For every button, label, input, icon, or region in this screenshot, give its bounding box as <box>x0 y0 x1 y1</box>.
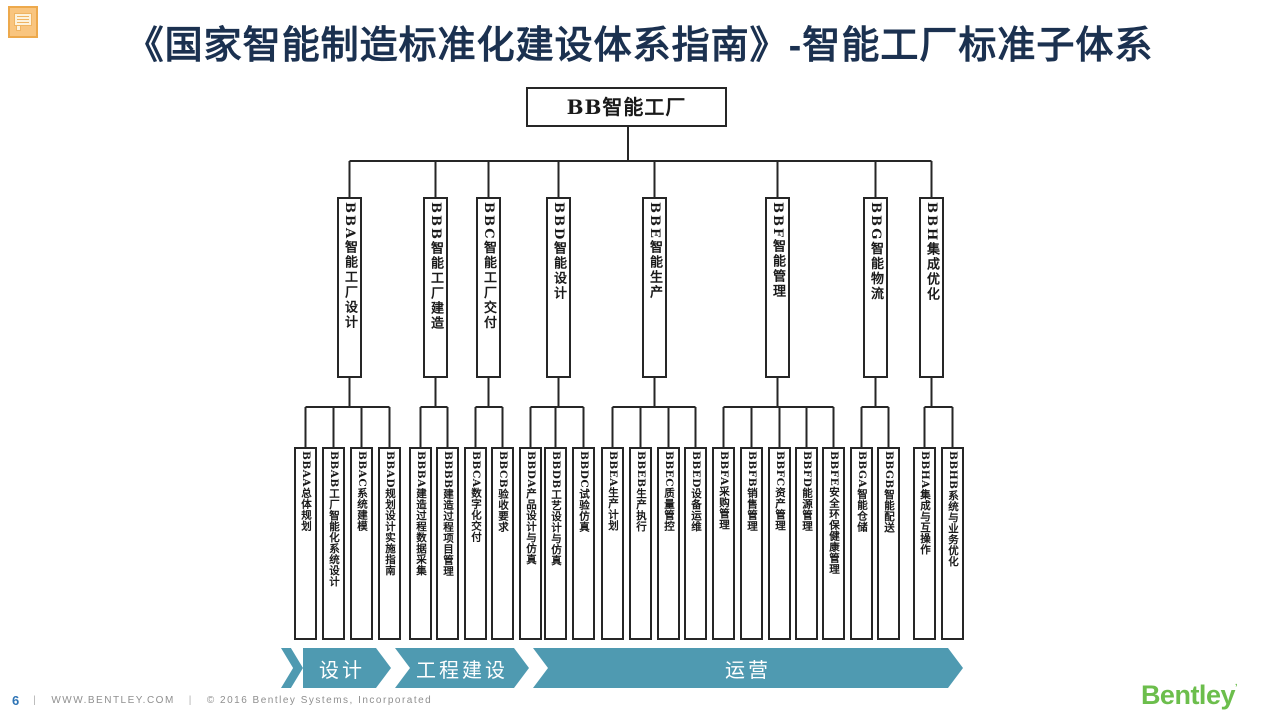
node-bbfc: BBFC资产管理 <box>768 447 791 640</box>
node-bbc: BBC智能工厂交付 <box>476 197 501 378</box>
node-bbe: BBE智能生产 <box>642 197 667 378</box>
comment-note-icon[interactable] <box>8 6 38 38</box>
node-bbfd: BBFD能源管理 <box>795 447 818 640</box>
bentley-logo-text: Bentley <box>1140 680 1236 710</box>
banner-design-arrow: 设计 <box>303 648 391 688</box>
node-bbha: BBHA集成与互操作 <box>913 447 936 640</box>
node-bbf: BBF智能管理 <box>765 197 790 378</box>
node-bbbb: BBBB建造过程项目管理 <box>436 447 459 640</box>
node-bbgb: BBGB智能配送 <box>877 447 900 640</box>
node-bbeb: BBEB生产执行 <box>629 447 652 640</box>
footer: 6 | WWW.BENTLEY.COM | © 2016 Bentley Sys… <box>12 693 432 708</box>
page-number: 6 <box>12 693 20 708</box>
speech-bubble-tail <box>16 26 21 31</box>
node-bba: BBA智能工厂设计 <box>337 197 362 378</box>
node-bbea: BBEA生产计划 <box>601 447 624 640</box>
node-bbfb: BBFB销售管理 <box>740 447 763 640</box>
node-bbba: BBBA建造过程数据采集 <box>409 447 432 640</box>
node-bbcb: BBCB验收要求 <box>491 447 514 640</box>
node-bbfa: BBFA采购管理 <box>712 447 735 640</box>
slide-title: 《国家智能制造标准化建设体系指南》-智能工厂标准子体系 <box>125 25 1154 67</box>
node-bbca: BBCA数字化交付 <box>464 447 487 640</box>
trademark-mark: ʼ <box>1234 682 1238 692</box>
banner-operation-arrow: 运营 <box>533 648 963 688</box>
footer-separator: | <box>188 695 193 706</box>
bentley-logo: Bentleyʼ <box>1140 680 1238 711</box>
node-bbfe: BBFE安全环保健康管理 <box>822 447 845 640</box>
node-bbdc: BBDC试验仿真 <box>572 447 595 640</box>
node-bbed: BBED设备运维 <box>684 447 707 640</box>
banner-construction-arrow: 工程建设 <box>395 648 529 688</box>
node-bbga: BBGA智能仓储 <box>850 447 873 640</box>
footer-website: WWW.BENTLEY.COM <box>51 695 175 706</box>
node-bbhb: BBHB系统与业务优化 <box>941 447 964 640</box>
node-bbdb: BBDB工艺设计与仿真 <box>544 447 567 640</box>
node-bbad: BBAD规划设计实施指南 <box>378 447 401 640</box>
footer-copyright: © 2016 Bentley Systems, Incorporated <box>206 695 433 706</box>
node-bbb: BBB智能工厂建造 <box>423 197 448 378</box>
node-bbd: BBD智能设计 <box>546 197 571 378</box>
footer-separator: | <box>33 695 38 706</box>
node-bbac: BBAC系统建模 <box>350 447 373 640</box>
node-bbaa: BBAA总体规划 <box>294 447 317 640</box>
node-bbda: BBDA产品设计与仿真 <box>519 447 542 640</box>
node-bbg: BBG智能物流 <box>863 197 888 378</box>
node-bb-root: BB智能工厂 <box>526 87 727 127</box>
node-bbh: BBH集成优化 <box>919 197 944 378</box>
speech-bubble-glyph <box>14 13 32 26</box>
node-bbec: BBEC质量管控 <box>657 447 680 640</box>
node-bbab: BBAB工厂智能化系统设计 <box>322 447 345 640</box>
